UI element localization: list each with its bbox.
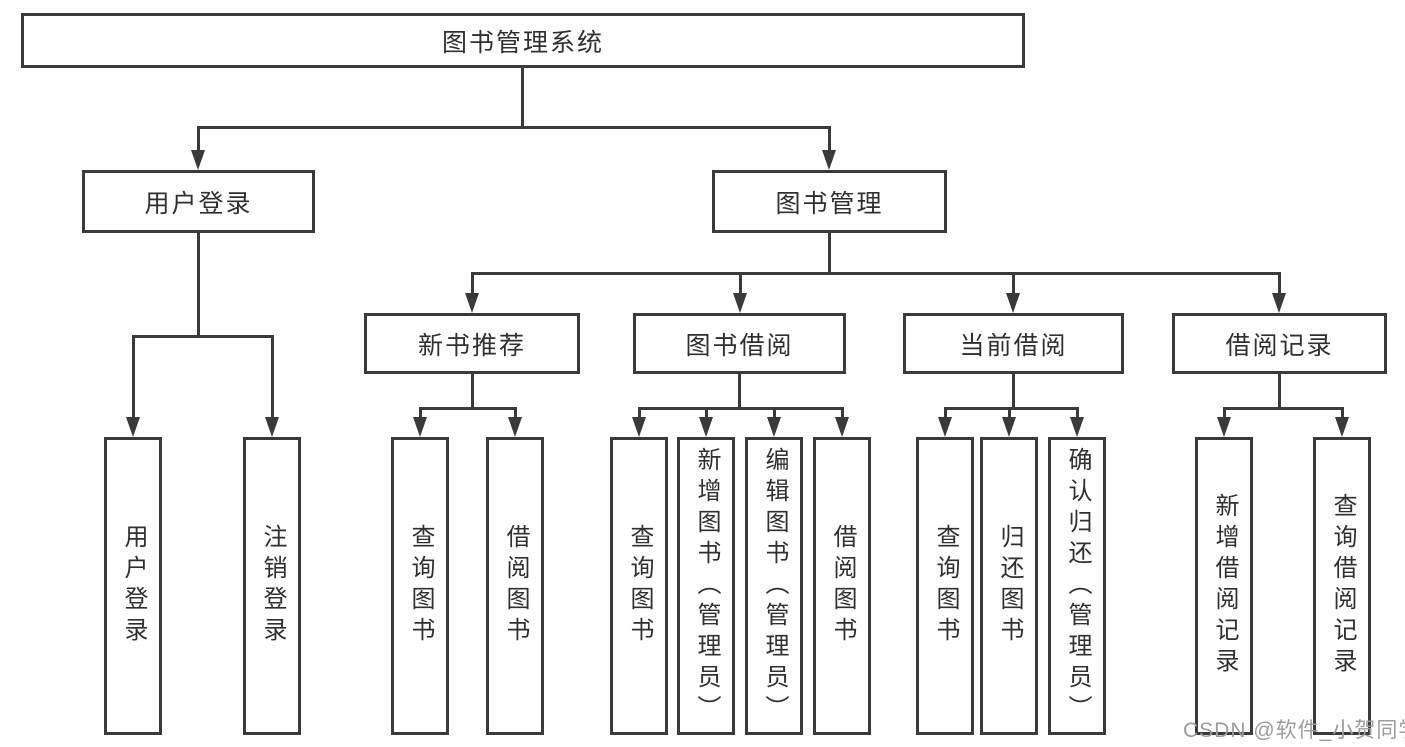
node-query-books-recommend: 查询图书 xyxy=(391,437,449,735)
connector-vline xyxy=(1008,407,1011,417)
node-label: 当前借阅 xyxy=(959,331,1068,360)
node-label: 注销登录 xyxy=(259,524,286,648)
connector-vline xyxy=(271,335,274,417)
connector-vline xyxy=(638,407,641,417)
node-book-management: 图书管理 xyxy=(712,170,947,233)
connector-vline xyxy=(132,335,135,417)
connector-vline xyxy=(1341,407,1344,417)
connector-vline xyxy=(514,407,517,417)
node-user-login: 用户登录 xyxy=(104,437,162,735)
connector-hline xyxy=(197,126,831,129)
arrow-down-icon xyxy=(1002,417,1016,437)
node-edit-books-admin: 编辑图书（管理员） xyxy=(745,437,803,735)
connector-vline xyxy=(1223,407,1226,417)
node-label: 新增图书（管理员） xyxy=(693,446,720,726)
connector-vline xyxy=(828,126,831,150)
node-label: 图书借阅 xyxy=(685,331,794,360)
node-label: 新书推荐 xyxy=(417,331,526,360)
connector-vline xyxy=(773,407,776,417)
connector-vline xyxy=(705,407,708,417)
node-label: 查询图书 xyxy=(626,524,653,648)
node-query-borrow-record: 查询借阅记录 xyxy=(1313,437,1371,735)
node-borrow-records: 借阅记录 xyxy=(1172,313,1387,374)
node-query-books-current: 查询图书 xyxy=(916,437,974,735)
arrow-down-icon xyxy=(1070,417,1084,437)
connector-vline xyxy=(197,233,200,335)
connector-vline xyxy=(841,407,844,417)
node-return-books: 归还图书 xyxy=(980,437,1038,735)
node-label: 查询图书 xyxy=(407,524,434,648)
connector-vline xyxy=(1012,272,1015,293)
connector-hline xyxy=(471,272,1281,275)
connector-hline xyxy=(419,407,516,410)
node-add-borrow-record: 新增借阅记录 xyxy=(1195,437,1253,735)
node-label: 编辑图书（管理员） xyxy=(761,446,788,726)
arrow-down-icon xyxy=(508,417,522,437)
arrow-down-icon xyxy=(126,417,140,437)
arrow-down-icon xyxy=(1006,293,1020,313)
connector-vline xyxy=(944,407,947,417)
arrow-down-icon xyxy=(699,417,713,437)
node-label: 图书管理系统 xyxy=(441,28,604,57)
node-add-books-admin: 新增图书（管理员） xyxy=(677,437,735,735)
node-label: 用户登录 xyxy=(144,189,253,218)
connector-vline xyxy=(1076,407,1079,417)
node-label: 归还图书 xyxy=(996,524,1023,648)
node-label: 确认归还（管理员） xyxy=(1064,446,1091,726)
connector-vline xyxy=(738,374,741,407)
arrow-down-icon xyxy=(413,417,427,437)
node-label: 查询借阅记录 xyxy=(1329,493,1356,679)
connector-hline xyxy=(1223,407,1343,410)
connector-vline xyxy=(739,272,742,293)
connector-hline xyxy=(638,407,843,410)
node-query-books-borrowing: 查询图书 xyxy=(610,437,668,735)
connector-vline xyxy=(471,374,474,407)
connector-vline xyxy=(471,272,474,293)
arrow-down-icon xyxy=(191,150,205,170)
node-label: 用户登录 xyxy=(120,524,147,648)
node-borrow-books-borrowing: 借阅图书 xyxy=(813,437,871,735)
connector-vline xyxy=(521,68,524,126)
node-current-borrowing: 当前借阅 xyxy=(903,313,1124,374)
node-label: 借阅图书 xyxy=(502,524,529,648)
arrow-down-icon xyxy=(835,417,849,437)
node-borrow-books-recommend: 借阅图书 xyxy=(486,437,544,735)
node-label: 借阅图书 xyxy=(829,524,856,648)
connector-vline xyxy=(1278,272,1281,293)
connector-vline xyxy=(197,126,200,150)
node-user-login-branch: 用户登录 xyxy=(82,170,315,233)
connector-hline xyxy=(944,407,1078,410)
node-logout: 注销登录 xyxy=(243,437,301,735)
node-confirm-return-admin: 确认归还（管理员） xyxy=(1048,437,1106,735)
connector-vline xyxy=(1012,374,1015,407)
arrow-down-icon xyxy=(1335,417,1349,437)
arrow-down-icon xyxy=(1272,293,1286,313)
node-system-root: 图书管理系统 xyxy=(21,13,1025,68)
connector-vline xyxy=(828,233,831,272)
arrow-down-icon xyxy=(938,417,952,437)
arrow-down-icon xyxy=(1217,417,1231,437)
node-label: 查询图书 xyxy=(932,524,959,648)
node-label: 图书管理 xyxy=(775,189,884,218)
node-label: 借阅记录 xyxy=(1225,331,1334,360)
arrow-down-icon xyxy=(767,417,781,437)
node-label: 新增借阅记录 xyxy=(1211,493,1238,679)
arrow-down-icon xyxy=(632,417,646,437)
connector-vline xyxy=(419,407,422,417)
arrow-down-icon xyxy=(465,293,479,313)
node-book-borrowing: 图书借阅 xyxy=(633,313,846,374)
arrow-down-icon xyxy=(733,293,747,313)
node-new-book-recommend: 新书推荐 xyxy=(364,313,580,374)
watermark-text: CSDN @软件_小贺同学 xyxy=(1183,719,1405,742)
connector-vline xyxy=(1278,374,1281,407)
connector-hline xyxy=(132,335,274,338)
arrow-down-icon xyxy=(265,417,279,437)
arrow-down-icon xyxy=(822,150,836,170)
